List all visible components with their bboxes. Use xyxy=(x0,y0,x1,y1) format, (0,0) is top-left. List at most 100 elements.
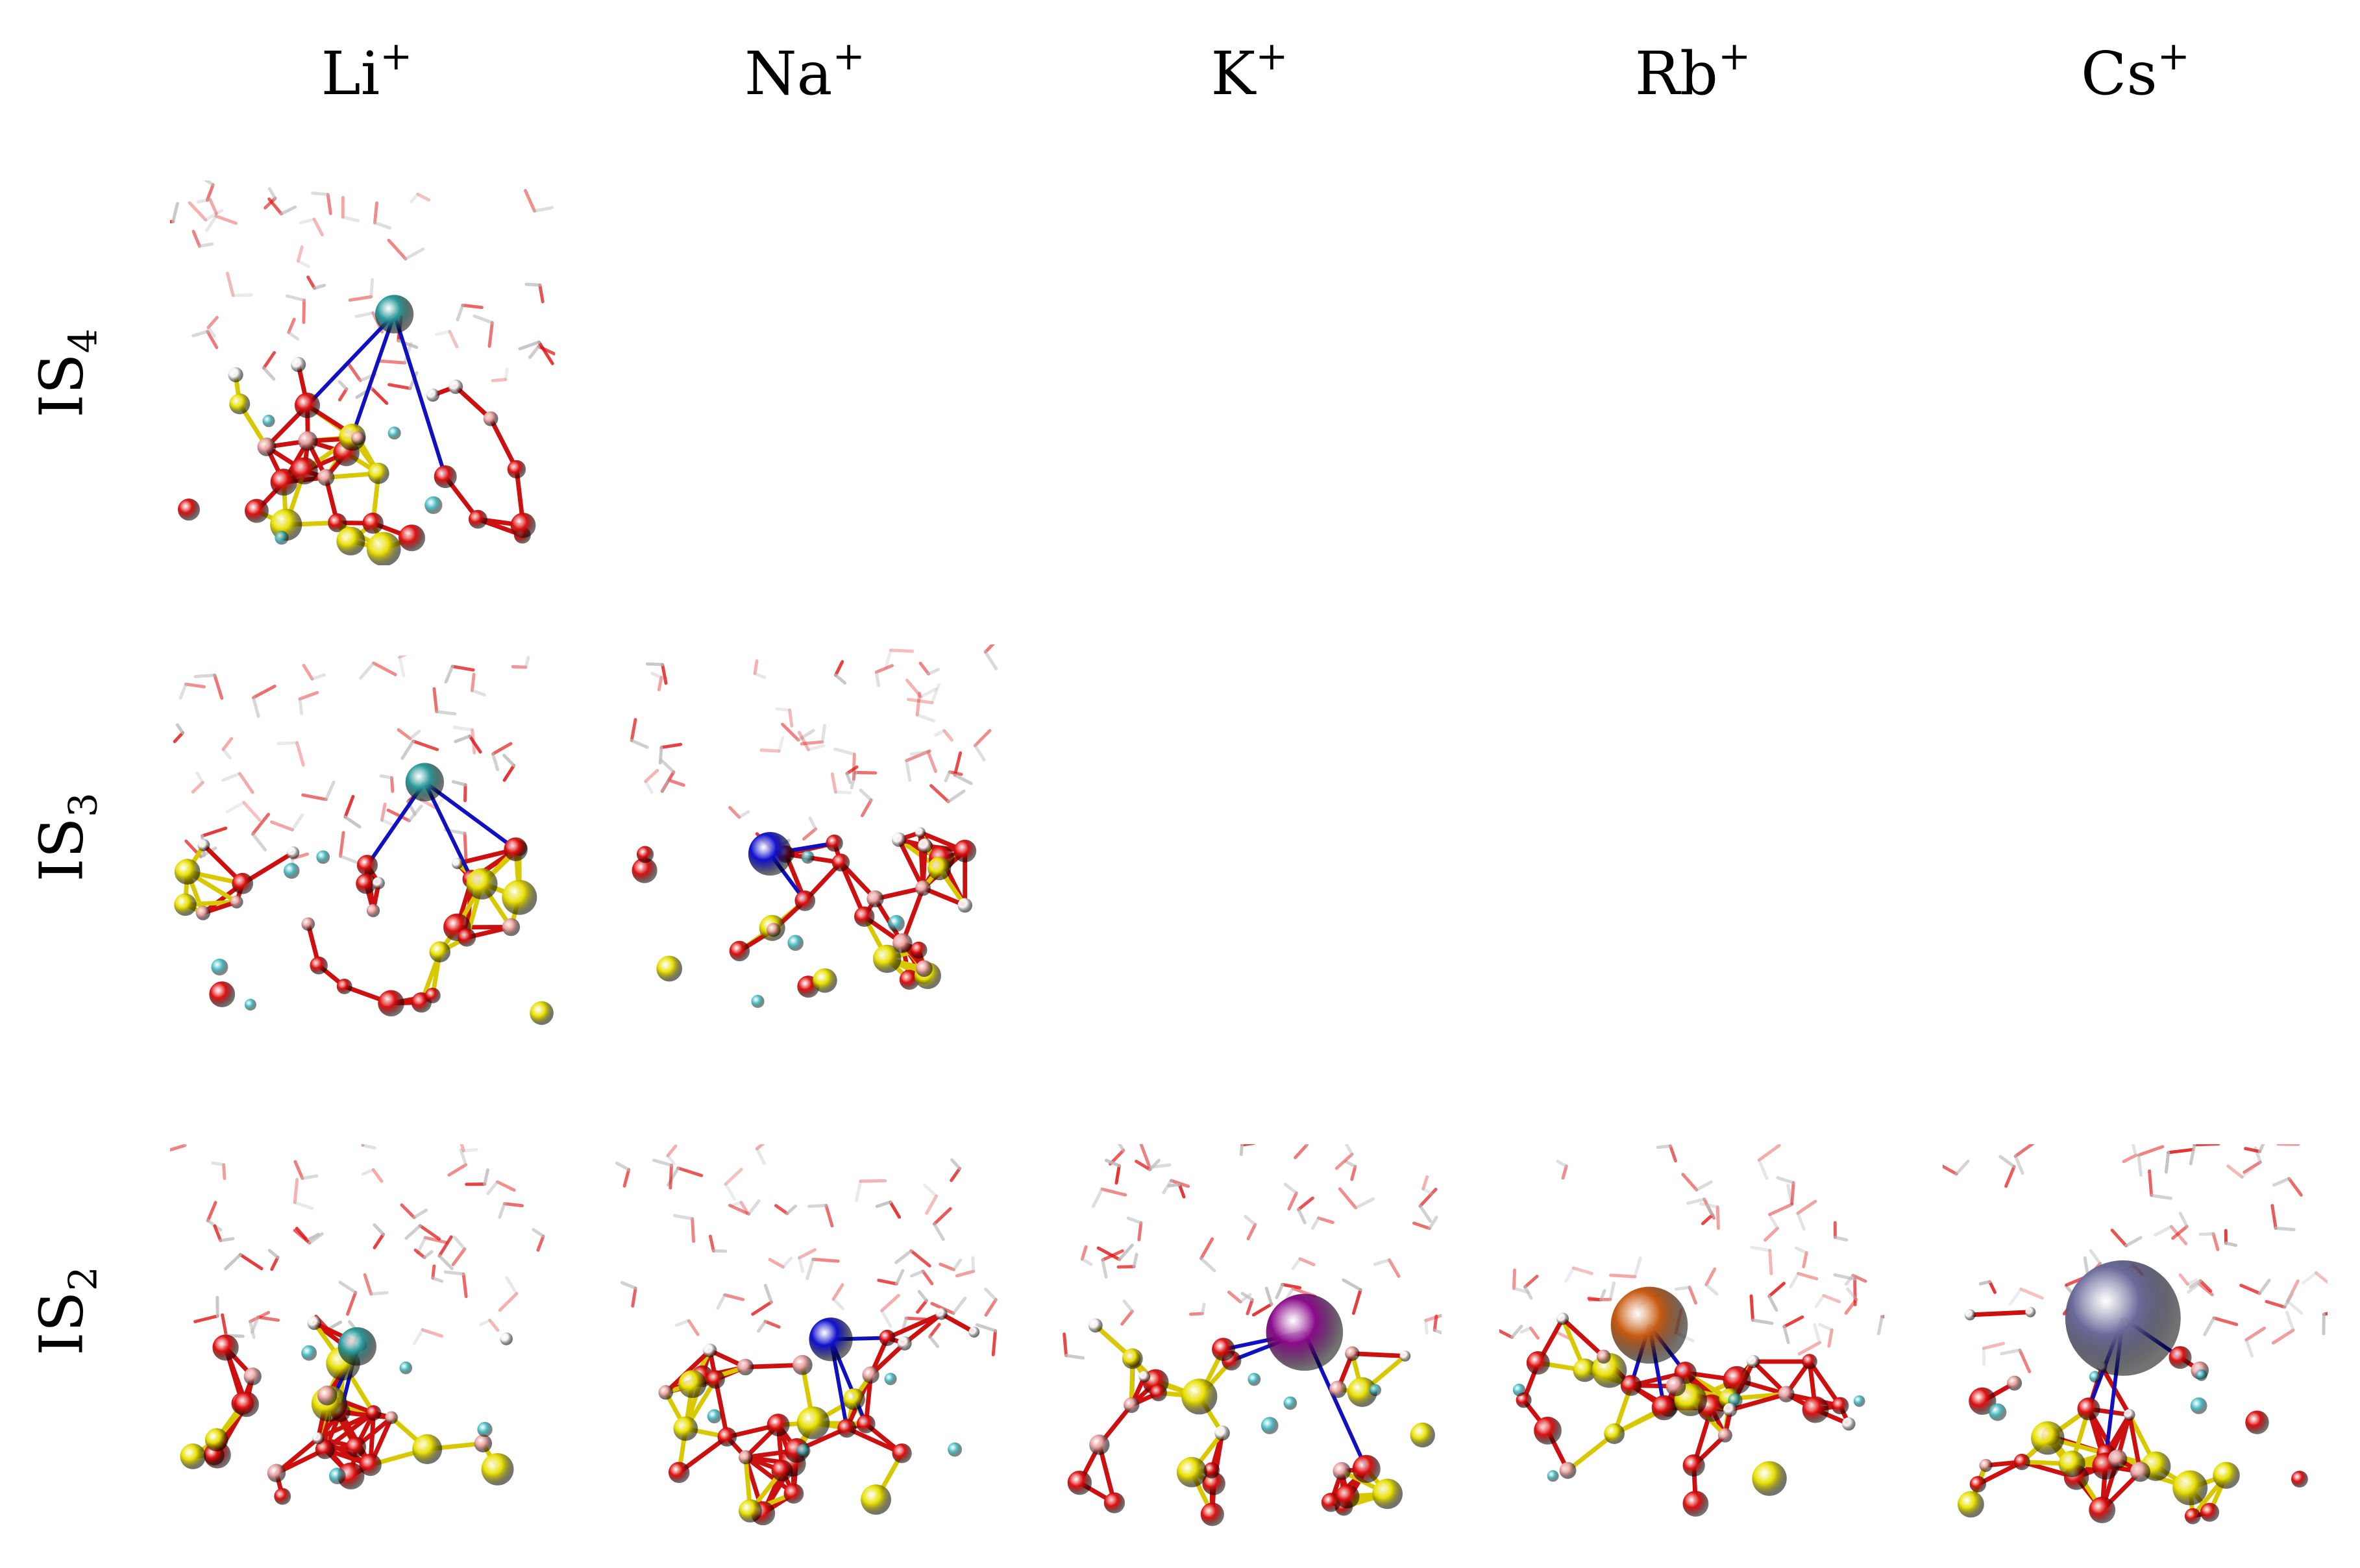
silicon-atom xyxy=(174,893,197,916)
water-molecule xyxy=(308,1232,324,1245)
water-molecule xyxy=(1240,1144,1255,1147)
water-molecule xyxy=(451,1247,467,1267)
molecule-scene-is2-cs xyxy=(1943,1144,2328,1525)
oxygen-atom xyxy=(1149,1384,1168,1402)
water-molecule xyxy=(532,1228,545,1238)
water-molecule xyxy=(1305,1144,1309,1147)
ion-marker xyxy=(477,1421,493,1438)
row-label-is2-sub: 2 xyxy=(60,1266,106,1292)
substrate-bond xyxy=(488,416,519,472)
water-molecule xyxy=(528,345,541,360)
oxygen-atom xyxy=(794,890,816,911)
water-molecule xyxy=(338,831,345,858)
ion-marker xyxy=(707,1409,722,1424)
water-molecule xyxy=(906,698,934,705)
water-molecule xyxy=(2008,1287,2023,1306)
col-header-li-symbol: Li xyxy=(321,39,380,108)
water-molecule xyxy=(1681,1173,1699,1192)
water-molecule xyxy=(798,1256,805,1273)
oxygen-atom xyxy=(178,498,201,521)
boron-atom xyxy=(1124,1397,1140,1414)
water-molecule xyxy=(1846,1287,1858,1301)
water-molecule xyxy=(831,1283,844,1301)
water-molecule xyxy=(2258,1144,2265,1153)
water-molecule xyxy=(2314,1271,2328,1284)
water-molecule xyxy=(1704,1282,1719,1296)
water-molecule xyxy=(1240,1292,1254,1302)
water-molecule xyxy=(2137,1145,2165,1157)
water-molecule xyxy=(925,1194,939,1215)
water-molecule xyxy=(302,663,314,681)
water-molecule xyxy=(191,781,204,794)
water-molecule xyxy=(1297,1208,1307,1225)
ion-marker xyxy=(1853,1395,1865,1407)
ion-marker xyxy=(1260,1417,1279,1434)
water-molecule xyxy=(768,1258,785,1269)
water-molecule xyxy=(2013,1144,2035,1158)
water-molecule xyxy=(1177,1182,1186,1199)
water-molecule xyxy=(533,206,554,213)
water-molecule xyxy=(2285,1310,2295,1332)
col-header-cs-symbol: Cs xyxy=(2081,39,2157,108)
substrate-bond xyxy=(902,1312,944,1346)
water-molecule xyxy=(1281,1282,1302,1290)
boron-atom xyxy=(385,1411,399,1425)
water-molecule xyxy=(437,1235,453,1258)
water-molecule xyxy=(299,217,316,225)
water-molecule xyxy=(820,724,827,744)
water-molecule xyxy=(191,230,201,248)
boron-atom xyxy=(474,1434,493,1452)
boron-atom xyxy=(267,1464,286,1482)
water-molecule xyxy=(1599,1289,1606,1302)
water-molecule xyxy=(894,1269,905,1286)
water-molecule xyxy=(1757,1158,1769,1181)
boron-atom xyxy=(862,1366,879,1384)
cation-atom-na xyxy=(748,831,793,876)
water-molecule xyxy=(1688,1285,1697,1305)
water-molecule xyxy=(204,208,224,222)
water-molecule xyxy=(338,387,349,402)
water-molecule xyxy=(378,359,407,365)
oxygen-atom xyxy=(328,513,347,533)
oxygen-atom xyxy=(315,1439,335,1460)
water-molecule xyxy=(170,1144,187,1152)
hydrogen-atom xyxy=(957,898,973,913)
cation-atom-li xyxy=(338,1327,376,1366)
water-molecule xyxy=(347,362,362,382)
water-molecule xyxy=(361,1168,375,1176)
cation-atom-na xyxy=(809,1317,853,1362)
water-molecule xyxy=(387,383,412,390)
water-molecule xyxy=(833,747,856,756)
water-molecule xyxy=(491,752,500,772)
hydrogen-atom xyxy=(372,877,385,890)
water-molecule xyxy=(1851,1273,1867,1283)
water-molecule xyxy=(850,770,857,790)
ion-marker xyxy=(887,914,905,932)
water-molecule xyxy=(173,731,185,744)
substrate-bond xyxy=(939,1312,977,1335)
oxygen-atom xyxy=(346,1437,367,1458)
cation-atom-k xyxy=(1266,1293,1344,1371)
water-molecule xyxy=(1122,1299,1134,1314)
hydrogen-atom xyxy=(935,1308,948,1320)
water-molecule xyxy=(2203,1316,2216,1336)
water-molecule xyxy=(1101,1258,1108,1279)
water-molecule xyxy=(468,734,482,754)
water-molecule xyxy=(1982,1341,2006,1350)
water-molecule xyxy=(461,1272,468,1299)
water-molecule xyxy=(213,673,224,700)
hydrogen-atom xyxy=(2123,1409,2135,1421)
water-molecule xyxy=(1833,1236,1849,1242)
water-molecule xyxy=(1704,1267,1717,1286)
water-molecule xyxy=(855,1179,863,1203)
col-header-li-charge: + xyxy=(380,34,413,79)
water-molecule xyxy=(2283,1292,2294,1309)
water-molecule xyxy=(1767,1294,1778,1312)
water-molecule xyxy=(929,784,950,803)
water-molecule xyxy=(1796,1211,1806,1231)
water-molecule xyxy=(214,214,238,225)
water-molecule xyxy=(1283,1182,1298,1195)
panel-is2-li xyxy=(170,1144,555,1529)
oxygen-atom xyxy=(1202,1472,1225,1495)
ion-marker xyxy=(948,1442,963,1457)
